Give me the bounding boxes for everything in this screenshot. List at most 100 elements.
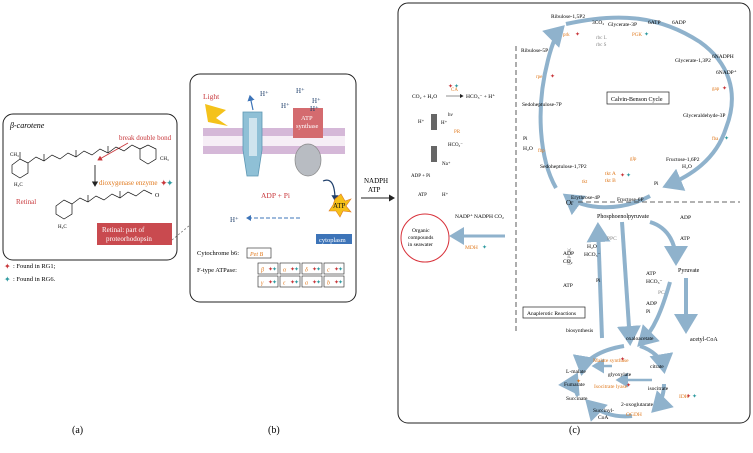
rbcl-label: rbc L: [596, 36, 607, 41]
succinyl-label-1: Succinyl-: [593, 408, 614, 414]
h-plus-outside-3: H⁺: [281, 102, 290, 110]
enzyme-rpe: rpe: [536, 75, 543, 80]
organic-line-3: in seawater: [408, 242, 433, 248]
subunit-rg1-marker: ✦: [268, 266, 273, 273]
organic-line-2: compounds: [408, 235, 433, 241]
ch3-label-1: CH₃: [10, 153, 19, 158]
h-plus-outside-1: H⁺: [296, 87, 305, 95]
panel-b-label: (b): [268, 425, 280, 436]
ap-atp-left: ATP: [563, 283, 573, 289]
enzyme-fba: fba: [712, 137, 719, 142]
node-g13p2: Glycerate-1,3P2: [675, 58, 711, 64]
ca-eq-right: HCO₃⁻ + H⁺: [466, 94, 495, 100]
anaplerotic-reactions: Phosphoenolpyruvate PEPCK PPC PC Pyruvat…: [522, 214, 718, 422]
succinyl-label-2: CoA: [598, 415, 608, 421]
succinate-label: Succinate: [566, 396, 588, 402]
malate-synthase-label: Malate synthase: [593, 358, 629, 364]
retinal-label: Retinal: [16, 198, 36, 206]
transporter-body: [431, 146, 437, 162]
subunit-rg6-marker: ✦: [272, 266, 277, 273]
svg-text:✦: ✦: [626, 382, 631, 389]
pr-pump-body: [431, 114, 437, 130]
atp-burst-icon: [328, 193, 352, 218]
organic-line-1: Organic: [412, 228, 430, 234]
pet-b-label: Pet B: [249, 252, 263, 258]
cytoplasm-label: cytoplasm: [319, 237, 346, 244]
svg-text:✦: ✦: [686, 393, 691, 400]
ap-adp-left: ADP: [563, 251, 574, 257]
ch3-label-2: CH₃: [160, 157, 169, 162]
svg-text:✦: ✦: [626, 172, 631, 179]
panel-c: CO₂ + H₂O CA ✦ ✦ HCO₃⁻ + H⁺ hν H⁺ PR H⁺ …: [397, 2, 751, 436]
rg1-legend-text: : Found in RG1;: [13, 263, 56, 270]
calvin-h2o: H₂O: [682, 164, 692, 170]
h-plus-outside-4: H⁺: [310, 105, 319, 113]
calvin-arc-lower: [562, 193, 651, 216]
ap-co2-left: CO₂: [563, 259, 573, 265]
svg-text:✦: ✦: [620, 172, 625, 179]
subunit-label: δ: [305, 268, 308, 274]
pyruvate-label: Pyruvate: [678, 268, 700, 274]
citrate-label: citrate: [650, 364, 664, 370]
fumarate-label: Fumarate: [564, 382, 585, 388]
node-rubp: Ribulose-1,5P2: [551, 14, 585, 20]
energy-link: NADPH ATP: [361, 177, 395, 202]
h-plus-inside: H⁺: [230, 216, 239, 224]
malate-label: L-malate: [566, 369, 586, 375]
calvin-h2o-left: H₂O: [523, 146, 533, 152]
h3c-label-1: H₃C: [14, 183, 23, 188]
pep-to-oaa-arrow: [616, 221, 641, 346]
subunit-label: α: [283, 268, 287, 274]
or-label: Or: [566, 199, 574, 207]
subunit-label: γ: [261, 281, 264, 287]
pr-h-plus: H⁺: [441, 120, 448, 126]
subunit-rg6-marker: ✦: [316, 279, 321, 286]
svg-text:✦: ✦: [550, 73, 555, 80]
svg-text:✦: ✦: [692, 393, 697, 400]
subunit-rg6-marker: ✦: [338, 266, 343, 273]
panel-a: β-carotene break double bond CH₃ CH₃ H₃C…: [2, 113, 178, 436]
tktb-label: tkt B: [605, 178, 616, 184]
rbcs-label: rbc S: [596, 43, 607, 48]
ppc-label: PPC: [607, 236, 617, 242]
atp-synthase-label-1: ATP: [301, 115, 313, 122]
subunit-rg1-marker: ✦: [290, 279, 295, 286]
calvin-pi-right: Pi: [654, 181, 659, 187]
atp-synthase-label-2: synthase: [296, 123, 319, 130]
panel-a-label: (a): [72, 425, 83, 436]
tca-rg-markers: ✦ ✦ ✦ ✦ ✦: [576, 356, 697, 400]
ca-eq-left: CO₂ + H₂O: [412, 94, 437, 100]
cytoplasm-badge: [316, 234, 352, 244]
subunit-rg6-marker: ✦: [338, 279, 343, 286]
node-fbp: Fructose-1,6P2: [666, 157, 700, 163]
subunit-cell: [257, 262, 279, 275]
protein-channel: [249, 118, 257, 156]
ap-h2o: H₂O: [587, 244, 597, 250]
subunit-cell: [301, 275, 323, 288]
svg-text:✦: ✦: [575, 31, 580, 38]
calvin-rg-markers: ✦ ✦ ✦ ✦ ✦ ✦ ✦: [550, 31, 729, 179]
retinal-box-line2: proteorhodopsin: [106, 235, 152, 243]
svg-text:✦: ✦: [644, 31, 649, 38]
panel-b: Light H⁺ ATP synthase H⁺ H⁺ H⁺ H⁺ ADP + …: [189, 73, 357, 436]
ap-hco3-mid: HCO₃⁻: [646, 279, 663, 285]
nadph-input: 6NADPH: [712, 54, 734, 60]
light-bolt-icon: [205, 104, 228, 126]
ogdh-label: OGDH: [626, 412, 642, 418]
retinal-box-line1: Retinal: part of: [102, 226, 145, 234]
dioxygenase-label: dioxygenase enzyme: [99, 179, 158, 187]
oaa-to-citrate-arc: [639, 344, 674, 374]
subunit-cell: [323, 262, 345, 275]
break-bond-label: break double bond: [119, 134, 172, 142]
enzyme-glp: glp: [630, 157, 637, 162]
isocitrate-label: isocitrate: [648, 386, 669, 392]
panel-c-frame: [397, 2, 751, 424]
node-g3p-acid: Glycerate-3P: [608, 22, 637, 28]
break-bond-arrow: [97, 142, 129, 161]
ap-pi-left: Pi: [596, 278, 601, 284]
membrane: [203, 128, 345, 154]
svg-text:✦: ✦: [576, 378, 581, 385]
subunit-label: β: [260, 268, 264, 274]
h-plus-pumped: H⁺: [260, 90, 269, 98]
